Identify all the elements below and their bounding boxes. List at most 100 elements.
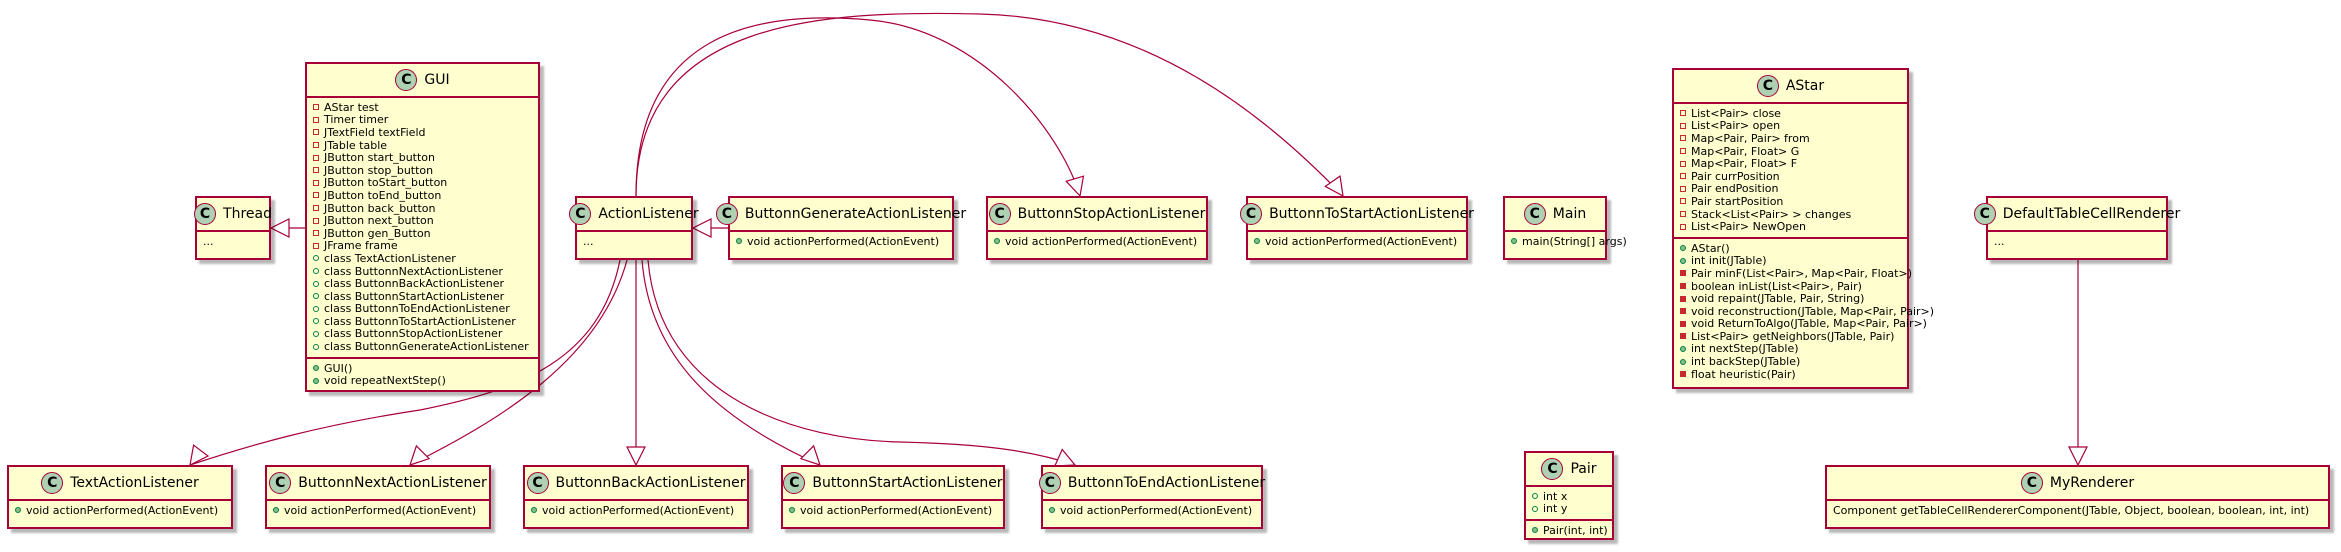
member-text: boolean inList(List<Pair>, Pair)	[1691, 279, 1862, 293]
public-method-icon	[789, 507, 795, 514]
field-row: class ButtonnToStartActionListener	[313, 315, 532, 328]
method-row: void actionPerformed(ActionEvent)	[531, 504, 741, 517]
private-field-icon	[313, 129, 319, 136]
field-row: class ButtonnToEndActionListener	[313, 302, 532, 316]
methods-section: AStar()int init(JTable)Pair minF(List<Pa…	[1674, 236, 1934, 385]
method-row: void ReturnToAlgo(JTable, Map<Pair, Pair…	[1680, 317, 1927, 330]
member-text: Pair endPosition	[1691, 182, 1779, 196]
class-c-icon	[1973, 203, 1996, 225]
member-text: class ButtonnStartActionListener	[324, 289, 505, 303]
member-text: int backStep(JTable)	[1691, 355, 1801, 369]
field-row: class ButtonnNextActionListener	[313, 265, 532, 278]
members-section: main(String[] args)	[1505, 232, 1627, 252]
inheritance-arrowhead	[269, 218, 290, 238]
class-c-icon	[1756, 75, 1779, 97]
method-row: boolean inList(List<Pair>, Pair)	[1680, 280, 1901, 293]
public-method-icon	[994, 238, 1000, 245]
members-section: void actionPerformed(ActionEvent)	[267, 501, 489, 521]
method-row: Pair(int, int)	[1532, 524, 1608, 537]
method-row: void actionPerformed(ActionEvent)	[1254, 235, 1460, 248]
members-section: ...	[197, 232, 269, 252]
members-section: ...	[577, 232, 691, 252]
member-text: List<Pair> NewOpen	[1691, 220, 1806, 234]
member-text: Map<Pair, Float> F	[1691, 157, 1798, 171]
method-row: void actionPerformed(ActionEvent)	[994, 235, 1200, 248]
class-c-icon	[988, 203, 1011, 225]
class-c-icon	[1541, 458, 1564, 480]
member-text: JButton back_button	[324, 201, 436, 215]
class-header: Main	[1505, 198, 1605, 232]
field-row: JTable table	[313, 139, 532, 152]
method-row: Pair minF(List<Pair>, Map<Pair, Float>)	[1680, 267, 1912, 280]
public-field-icon	[313, 268, 319, 275]
edge-to-start-implements-action-listener	[635, 12, 1344, 198]
member-text: void actionPerformed(ActionEvent)	[1060, 503, 1253, 517]
field-row: AStar test	[313, 101, 532, 114]
private-method-icon	[1680, 320, 1686, 327]
member-text: int init(JTable)	[1691, 254, 1767, 268]
class-header: ButtonnNextActionListener	[267, 467, 489, 501]
member-text: class ButtonnToEndActionListener	[324, 302, 510, 316]
member-text: ...	[583, 234, 594, 248]
public-method-icon	[531, 507, 537, 514]
method-row: void reconstruction(JTable, Map<Pair, Pa…	[1680, 305, 1934, 318]
method-row: void actionPerformed(ActionEvent)	[1049, 504, 1255, 517]
member-text: JButton toEnd_button	[324, 188, 442, 202]
class-header: DefaultTableCellRenderer	[1973, 198, 2180, 232]
class-c-icon	[526, 472, 549, 494]
public-method-icon	[15, 507, 21, 514]
edge-generate-implements-action-listener	[691, 218, 728, 238]
class-name: Thread	[223, 206, 272, 222]
field-row: JButton stop_button	[313, 164, 532, 177]
class-c-icon	[1523, 203, 1546, 225]
class-name: DefaultTableCellRenderer	[2002, 206, 2181, 222]
public-method-icon	[1680, 245, 1686, 252]
public-method-icon	[313, 365, 319, 372]
class-name: ButtonnGenerateActionListener	[744, 206, 967, 222]
members-section: void actionPerformed(ActionEvent)	[1043, 501, 1261, 521]
member-text: void ReturnToAlgo(JTable, Map<Pair, Pair…	[1691, 317, 1927, 331]
edge-text-implements-action-listener	[189, 259, 621, 467]
class-name: ButtonnToEndActionListener	[1067, 475, 1266, 491]
field-row: int y	[1532, 502, 1606, 515]
public-method-icon	[1680, 345, 1686, 352]
member-text: Map<Pair, Pair> from	[1691, 131, 1810, 145]
class-default-table-cell-renderer: DefaultTableCellRenderer...	[1973, 196, 2180, 260]
member-text: class ButtonnGenerateActionListener	[324, 340, 529, 354]
field-row: Pair startPosition	[1680, 195, 1901, 208]
field-row: Map<Pair, Pair> from	[1680, 132, 1901, 145]
field-row: JButton toStart_button	[313, 176, 532, 189]
method-row: void actionPerformed(ActionEvent)	[736, 235, 946, 248]
private-method-icon	[1680, 333, 1686, 340]
private-field-icon	[1680, 211, 1686, 218]
edge-stop-implements-action-listener	[635, 17, 1085, 198]
inheritance-arrowhead	[189, 444, 210, 467]
inheritance-arrowhead	[409, 444, 431, 466]
class-c-icon	[395, 69, 418, 91]
method-row: int init(JTable)	[1680, 254, 1901, 268]
public-field-icon	[313, 255, 319, 262]
private-field-icon	[1680, 185, 1686, 192]
member-text: float heuristic(Pair)	[1691, 367, 1796, 381]
field-row: Map<Pair, Float> F	[1680, 157, 1901, 170]
class-c-icon	[41, 472, 64, 494]
member-text: void actionPerformed(ActionEvent)	[800, 503, 993, 517]
private-field-icon	[313, 230, 319, 237]
field-row: Stack<List<Pair> > changes	[1680, 208, 1901, 221]
method-row: int nextStep(JTable)	[1680, 342, 1901, 355]
members-section: void actionPerformed(ActionEvent)	[988, 232, 1206, 252]
field-row: class TextActionListener	[313, 252, 532, 265]
class-name: ButtonnStopActionListener	[1017, 206, 1206, 222]
public-method-icon	[313, 377, 319, 384]
private-field-icon	[1680, 160, 1686, 167]
private-field-icon	[1680, 122, 1686, 129]
method-row: void actionPerformed(ActionEvent)	[273, 504, 483, 517]
class-header: AStar	[1674, 70, 1907, 104]
class-buttonn-to-end-action-listener: ButtonnToEndActionListener void actionPer…	[1038, 465, 1266, 529]
field-row: Pair endPosition	[1680, 182, 1901, 196]
